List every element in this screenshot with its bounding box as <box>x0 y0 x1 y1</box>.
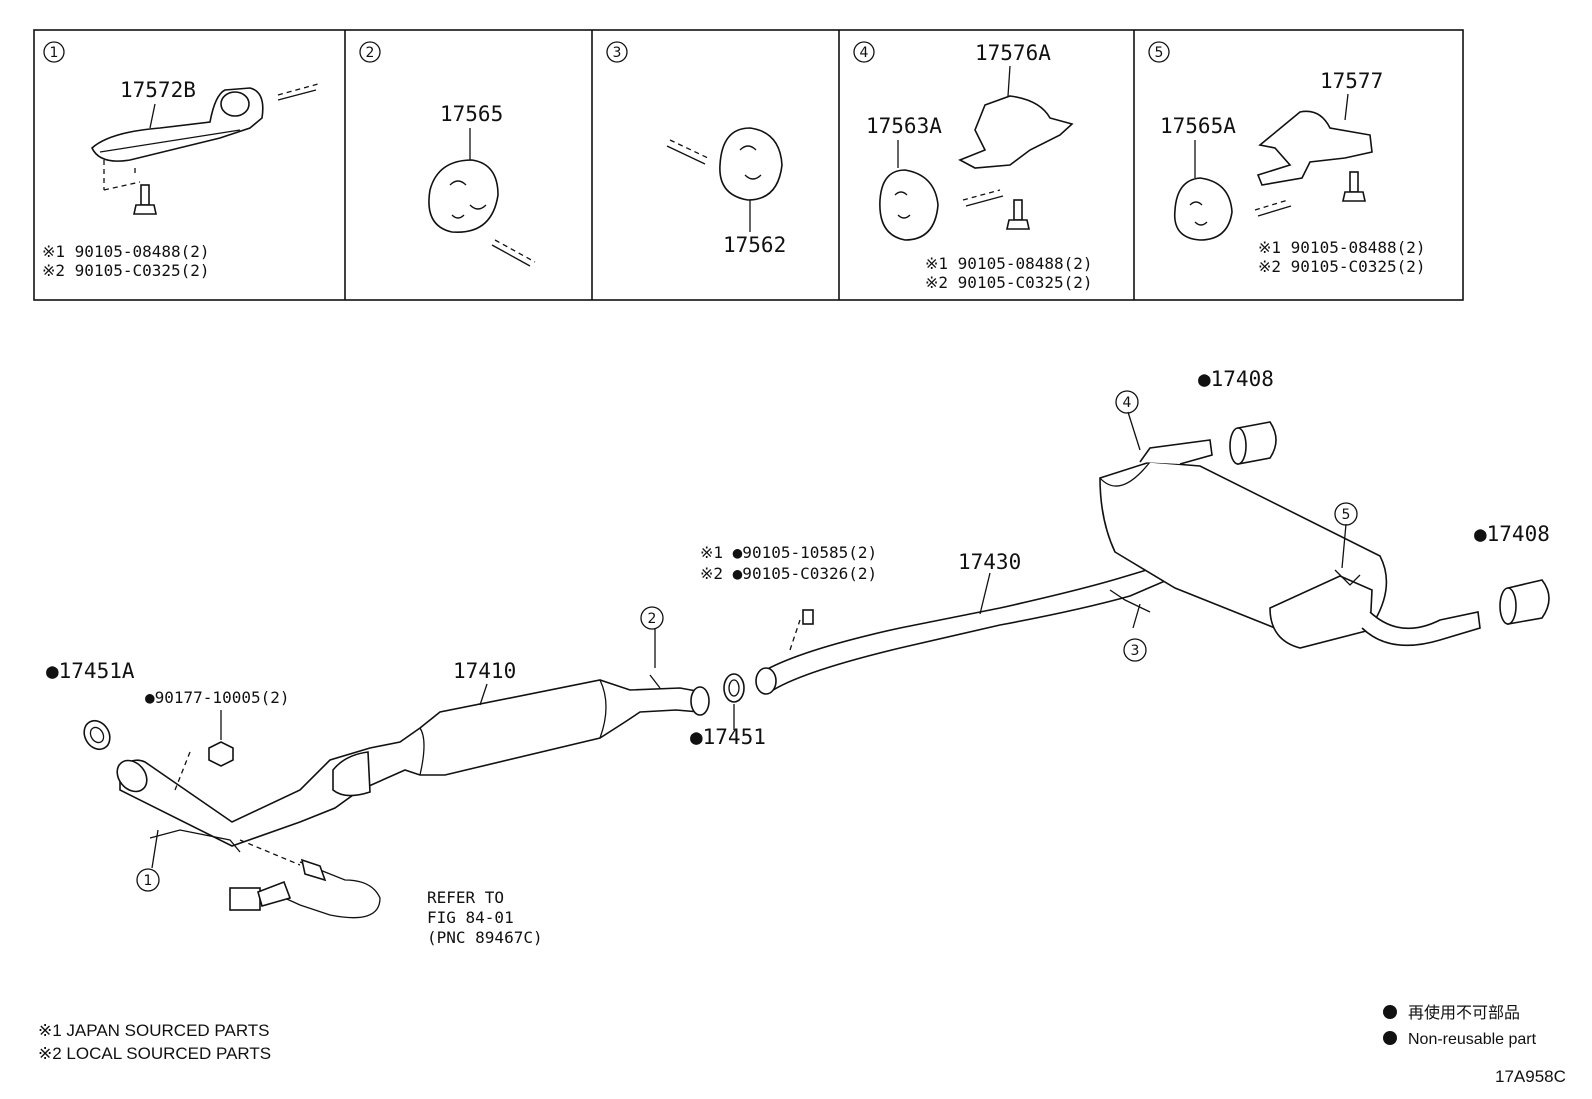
label-bolt-1: ※1 ●90105-10585(2) <box>700 543 877 562</box>
part-label-17565: 17565 <box>440 102 503 126</box>
rubber-hanger-17563A <box>879 169 939 241</box>
panel-2: 2 17565 <box>359 41 536 267</box>
bolt-icon <box>802 609 814 625</box>
label-17408-right: ●17408 <box>1474 522 1550 546</box>
gasket-17451 <box>723 673 745 703</box>
svg-text:2: 2 <box>648 611 657 627</box>
main-diagram <box>83 411 1550 919</box>
part-label-17562: 17562 <box>723 233 786 257</box>
bracket-17572B <box>91 87 264 162</box>
label-17430: 17430 <box>958 550 1021 574</box>
refer-line-2: FIG 84-01 <box>427 908 514 927</box>
label-17408-top: ●17408 <box>1198 367 1274 391</box>
rubber-hanger-17565 <box>428 159 499 233</box>
callout-4: 4 <box>1115 390 1139 414</box>
panel-4: 4 17576A 17563A ※1 90105-08488(2) ※2 901… <box>853 41 1093 292</box>
detail-panels <box>33 29 1464 301</box>
oxygen-sensor <box>300 858 327 882</box>
gasket-17451A <box>83 719 111 751</box>
label-17451: ●17451 <box>690 725 766 749</box>
panel-index: 5 <box>1155 45 1164 61</box>
rubber-hanger-17562 <box>719 127 783 201</box>
callout-2: 2 <box>640 606 664 630</box>
note-1-1: ※1 90105-08488(2) <box>42 242 210 261</box>
panel-3: 3 17562 <box>606 41 786 257</box>
svg-text:3: 3 <box>1131 643 1140 659</box>
panel-5: 5 17577 17565A ※1 90105-08488(2) ※2 9010… <box>1148 41 1426 276</box>
callout-5: 5 <box>1334 502 1358 526</box>
label-bolt-2: ※2 ●90105-C0326(2) <box>700 564 877 583</box>
bolt-icon <box>1013 199 1023 221</box>
part-label-17572B: 17572B <box>120 78 196 102</box>
panel-index: 2 <box>366 45 375 61</box>
svg-text:4: 4 <box>1123 395 1132 411</box>
footnote-2: ※2 LOCAL SOURCED PARTS <box>38 1044 271 1063</box>
refer-line-3: (PNC 89467C) <box>427 928 543 947</box>
legend-dot-icon <box>1383 1031 1397 1045</box>
bracket-17577 <box>1256 110 1373 186</box>
callout-1: 1 <box>136 868 160 892</box>
panel-index: 3 <box>613 45 622 61</box>
legend-en: Non-reusable part <box>1408 1031 1537 1048</box>
legend-jp: 再使用不可部品 <box>1408 1004 1520 1022</box>
note-5-2: ※2 90105-C0325(2) <box>1258 257 1426 276</box>
sensor-connector <box>229 887 261 911</box>
part-label-17577: 17577 <box>1320 69 1383 93</box>
bolt-icon <box>140 184 150 206</box>
part-label-17565A: 17565A <box>1160 114 1236 138</box>
exhaust-pipe-17410 <box>119 679 703 847</box>
label-17451A: ●17451A <box>46 659 135 683</box>
oxygen-sensor-wire <box>277 861 381 919</box>
note-5-1: ※1 90105-08488(2) <box>1258 238 1426 257</box>
tail-tip-17408-right <box>1507 579 1550 625</box>
legend-dot-icon <box>1383 1005 1397 1019</box>
panel-index: 1 <box>50 45 59 61</box>
part-label-17576A: 17576A <box>975 41 1051 65</box>
tail-tip-17408-top <box>1237 421 1277 465</box>
label-17410: 17410 <box>453 659 516 683</box>
rubber-hanger-17565A <box>1173 177 1233 241</box>
note-4-2: ※2 90105-C0325(2) <box>925 273 1093 292</box>
figure-id: 17A958C <box>1495 1067 1566 1086</box>
bracket-17576A <box>958 95 1074 169</box>
svg-text:1: 1 <box>144 873 153 889</box>
panel-1: 1 17572B ※1 90105-08488(2) ※2 90105-C032… <box>42 41 319 280</box>
note-1-2: ※2 90105-C0325(2) <box>42 261 210 280</box>
bolt-icon <box>1349 171 1359 193</box>
nut-icon <box>208 741 234 767</box>
note-4-1: ※1 90105-08488(2) <box>925 254 1093 273</box>
panel-index: 4 <box>860 45 869 61</box>
footnote-1: ※1 JAPAN SOURCED PARTS <box>38 1021 270 1040</box>
center-pipe-17430 <box>761 565 1174 694</box>
svg-text:5: 5 <box>1342 507 1351 523</box>
panel-index-circle <box>43 41 65 63</box>
part-label-17563A: 17563A <box>866 114 942 138</box>
label-90177: ●90177-10005(2) <box>145 688 290 707</box>
callout-3: 3 <box>1123 638 1147 662</box>
refer-line-1: REFER TO <box>427 888 504 907</box>
